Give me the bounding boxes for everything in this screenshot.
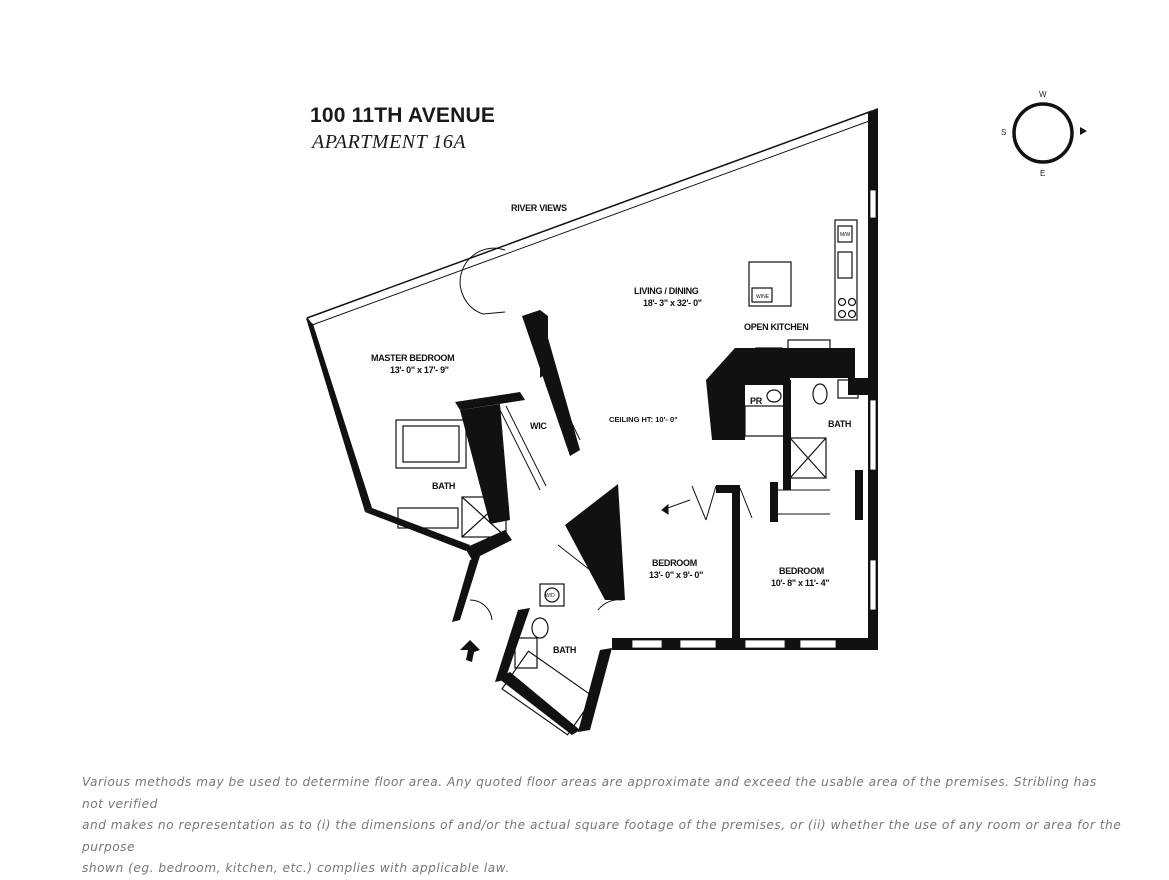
window-wall — [306, 110, 873, 326]
master-bedroom-label: MASTER BEDROOM — [371, 353, 454, 363]
bedroom3-dims: 10'- 8" x 11'- 4" — [771, 578, 829, 588]
shower-master — [461, 496, 507, 538]
master-bedroom-dims: 13'- 0" x 17'- 9" — [390, 365, 449, 375]
bedroom3-label: BEDROOM — [779, 566, 824, 576]
bottom-windows — [631, 639, 837, 649]
washer-dryer — [539, 583, 565, 607]
compass-ring — [1012, 102, 1074, 164]
kitchen-island — [748, 261, 792, 307]
washer-dryer-label: W/D — [545, 593, 555, 599]
disclaimer-line-2: and makes no representation as to (i) th… — [82, 818, 1122, 854]
entry-arrow-icon — [460, 640, 480, 662]
living-dining-dims: 18'- 3" x 32'- 0" — [643, 298, 702, 308]
disclaimer: Various methods may be used to determine… — [82, 772, 1122, 880]
compass-arrow-icon — [1080, 127, 1087, 135]
bedroom2-label: BEDROOM — [652, 558, 697, 568]
closet-hatching — [499, 381, 830, 591]
disclaimer-line-3: shown (eg. bedroom, kitchen, etc.) compl… — [82, 861, 510, 875]
disclaimer-line-1: Various methods may be used to determine… — [82, 775, 1097, 811]
interior-walls — [452, 310, 868, 735]
bathtub-master — [395, 419, 467, 469]
right-windows — [869, 189, 877, 611]
bathtub-bottom — [501, 650, 595, 736]
shower-right — [789, 437, 827, 479]
compass-label-left: S — [1001, 128, 1006, 137]
compass: W S E — [1001, 90, 1087, 178]
bedroom2-dims: 13'- 0" x 9'- 0" — [649, 570, 703, 580]
living-dining-label: LIVING / DINING — [634, 286, 699, 296]
ceiling-height-label: CEILING HT: 10'- 0" — [609, 415, 678, 424]
doors — [459, 247, 753, 621]
fixtures — [395, 219, 859, 736]
toilet-master — [479, 453, 497, 475]
powder-room-label: PR — [750, 396, 763, 406]
microwave-label: M/W — [840, 232, 851, 238]
refrigerator-label: REFG — [762, 355, 776, 361]
bottom-bath-label: BATH — [553, 645, 576, 655]
vanity-master — [397, 507, 459, 529]
kitchen-counter — [834, 219, 858, 321]
building-address: 100 11TH AVENUE — [310, 104, 496, 127]
open-kitchen-label: OPEN KITCHEN — [744, 322, 808, 332]
compass-label-top: W — [1039, 90, 1047, 99]
river-views-label: RIVER VIEWS — [511, 203, 567, 213]
wic-label: WIC — [530, 421, 547, 431]
apartment-number: APARTMENT 16A — [312, 131, 467, 153]
master-bath-label: BATH — [432, 481, 455, 491]
wine-label: WINE — [756, 294, 770, 300]
right-bath-label: BATH — [828, 419, 851, 429]
compass-label-bottom: E — [1040, 169, 1045, 178]
